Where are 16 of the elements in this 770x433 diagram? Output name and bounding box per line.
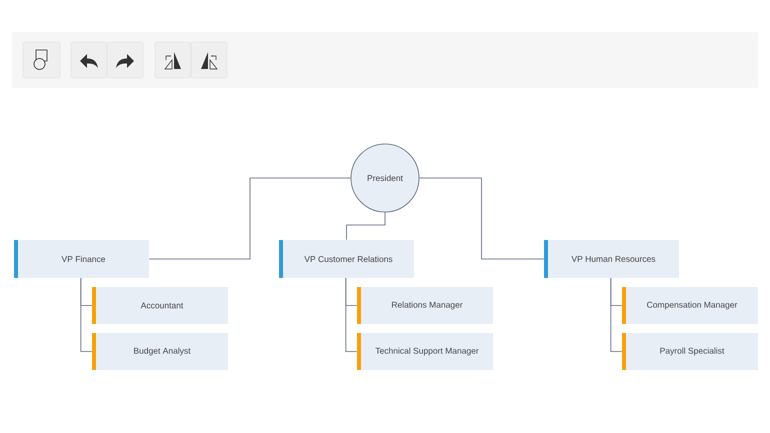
role-box: Payroll Specialist bbox=[622, 333, 758, 370]
connector bbox=[148, 178, 351, 260]
connector bbox=[610, 278, 622, 352]
role-box: Budget Analyst bbox=[92, 333, 228, 370]
connector bbox=[345, 278, 358, 352]
connector bbox=[80, 278, 92, 352]
circle-node: President bbox=[350, 144, 420, 212]
role-box: Technical Support Manager bbox=[357, 333, 493, 370]
role-box: VP Customer Relations bbox=[279, 240, 414, 278]
role-box: VP Finance bbox=[14, 240, 149, 278]
role-box: VP Human Resources bbox=[544, 240, 679, 278]
role-box: Accountant bbox=[92, 286, 228, 324]
connector bbox=[346, 212, 386, 240]
role-box: Compensation Manager bbox=[622, 286, 758, 324]
role-box: Relations Manager bbox=[357, 286, 493, 324]
connector bbox=[419, 178, 544, 260]
